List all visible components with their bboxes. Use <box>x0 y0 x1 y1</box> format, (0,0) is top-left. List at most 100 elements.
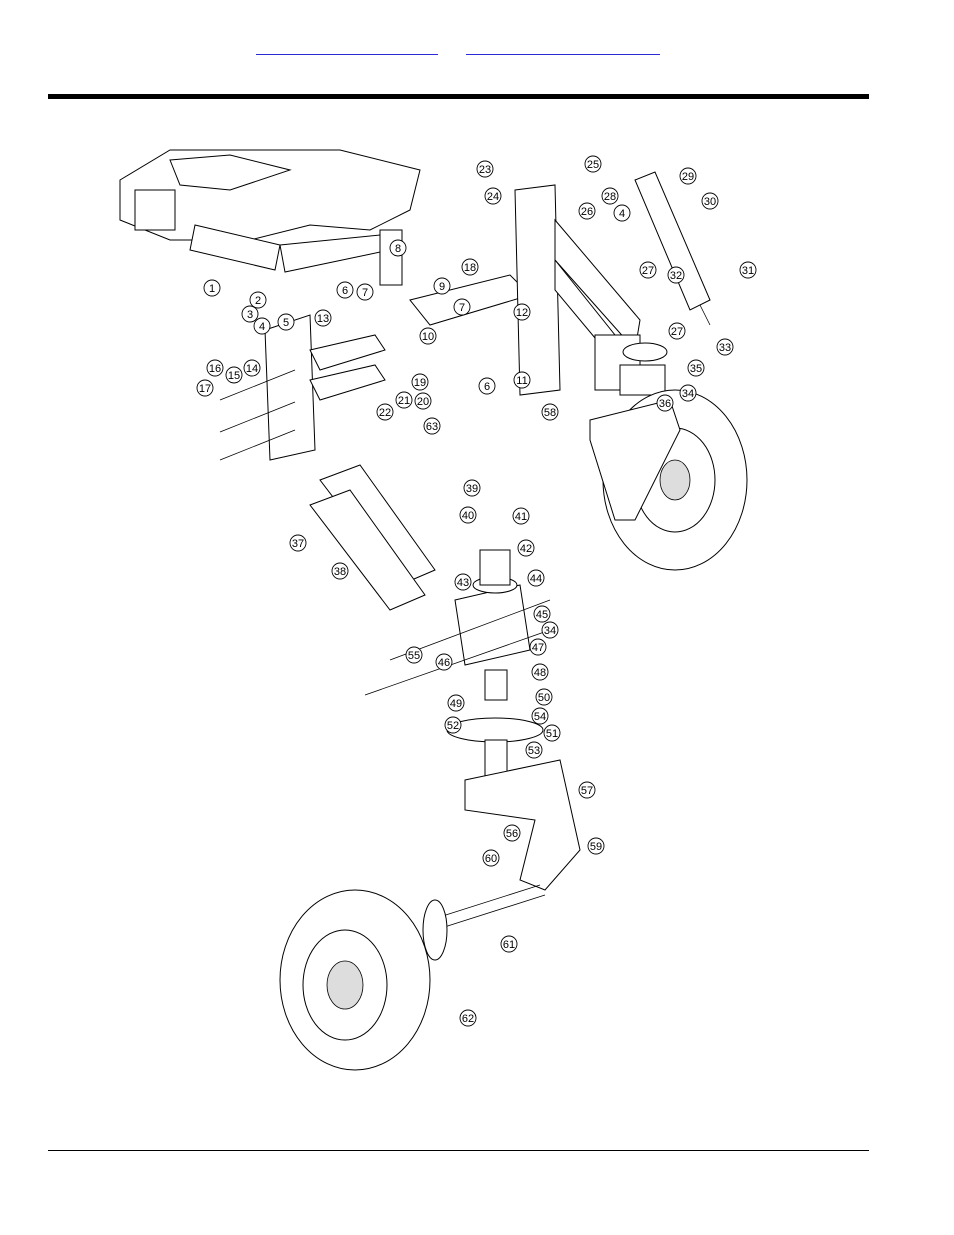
callout-28: 28 <box>602 188 618 204</box>
callout-60: 60 <box>483 850 499 866</box>
callout-42: 42 <box>518 540 534 556</box>
callout-number: 16 <box>209 363 221 375</box>
callout-56: 56 <box>504 825 520 841</box>
callout-number: 43 <box>457 577 469 589</box>
callout-number: 63 <box>426 421 438 433</box>
callout-18: 18 <box>462 259 478 275</box>
callout-number: 46 <box>438 657 450 669</box>
callout-number: 34 <box>682 388 694 400</box>
callout-number: 41 <box>515 511 527 523</box>
callout-number: 13 <box>317 313 329 325</box>
callout-44: 44 <box>528 570 544 586</box>
top-rule <box>48 94 869 99</box>
callout-number: 10 <box>422 331 434 343</box>
callout-number: 37 <box>292 538 304 550</box>
callout-48: 48 <box>532 664 548 680</box>
callout-12: 12 <box>514 304 530 320</box>
callout-number: 27 <box>642 265 654 277</box>
callout-47: 47 <box>530 639 546 655</box>
callout-3: 3 <box>242 306 258 322</box>
callout-41: 41 <box>513 508 529 524</box>
callout-number: 53 <box>528 745 540 757</box>
callout-number: 32 <box>670 270 682 282</box>
callout-number: 40 <box>462 510 474 522</box>
callout-number: 38 <box>334 566 346 578</box>
callout-61: 61 <box>501 936 517 952</box>
right-wheel-assembly <box>590 390 747 570</box>
callout-35: 35 <box>688 360 704 376</box>
bottom-rule <box>48 1150 869 1151</box>
callout-number: 26 <box>581 206 593 218</box>
callout-2: 2 <box>250 292 266 308</box>
callout-40: 40 <box>460 507 476 523</box>
callout-63: 63 <box>424 418 440 434</box>
callout-22: 22 <box>377 404 393 420</box>
callout-6: 6 <box>337 282 353 298</box>
callout-number: 21 <box>398 395 410 407</box>
callout-34: 34 <box>680 385 696 401</box>
callout-number: 23 <box>479 164 491 176</box>
callout-number: 47 <box>532 642 544 654</box>
callout-number: 31 <box>742 265 754 277</box>
callout-7: 7 <box>454 299 470 315</box>
callout-number: 7 <box>362 287 368 299</box>
callout-21: 21 <box>396 392 412 408</box>
callout-number: 52 <box>447 720 459 732</box>
callout-number: 27 <box>671 326 683 338</box>
callout-number: 59 <box>590 841 602 853</box>
callout-number: 35 <box>690 363 702 375</box>
callout-number: 45 <box>536 609 548 621</box>
callout-23: 23 <box>477 161 493 177</box>
callout-32: 32 <box>668 267 684 283</box>
callout-number: 55 <box>408 650 420 662</box>
callout-number: 22 <box>379 407 391 419</box>
callout-59: 59 <box>588 838 604 854</box>
callout-number: 56 <box>506 828 518 840</box>
callout-number: 36 <box>659 398 671 410</box>
lower-wheel <box>280 890 430 1070</box>
callout-number: 2 <box>255 295 261 307</box>
lower-linkage <box>310 465 435 610</box>
callout-number: 12 <box>516 307 528 319</box>
callout-46: 46 <box>436 654 452 670</box>
cross-tube <box>410 275 530 325</box>
callout-number: 6 <box>342 285 348 297</box>
callout-number: 3 <box>247 309 253 321</box>
callout-1: 1 <box>204 280 220 296</box>
callout-number: 42 <box>520 543 532 555</box>
callout-number: 39 <box>466 483 478 495</box>
callout-9: 9 <box>434 278 450 294</box>
callout-number: 58 <box>544 407 556 419</box>
callout-number: 34 <box>544 625 556 637</box>
header-link-right[interactable] <box>466 40 660 55</box>
callout-16: 16 <box>207 360 223 376</box>
callout-52: 52 <box>445 717 461 733</box>
callout-29: 29 <box>680 168 696 184</box>
left-linkage-tubes <box>310 335 385 400</box>
callout-49: 49 <box>448 695 464 711</box>
callout-number: 14 <box>246 363 258 375</box>
callout-number: 1 <box>209 283 215 295</box>
callout-39: 39 <box>464 480 480 496</box>
callout-number: 60 <box>485 853 497 865</box>
callout-13: 13 <box>315 310 331 326</box>
callout-7: 7 <box>357 284 373 300</box>
callout-number: 33 <box>719 342 731 354</box>
callout-5: 5 <box>278 314 294 330</box>
callout-24: 24 <box>485 188 501 204</box>
header-link-left[interactable] <box>256 40 438 55</box>
callout-25: 25 <box>585 156 601 172</box>
callout-number: 15 <box>228 370 240 382</box>
callout-number: 20 <box>417 396 429 408</box>
callout-number: 18 <box>464 262 476 274</box>
main-frame <box>120 150 420 285</box>
callout-17: 17 <box>197 380 213 396</box>
callout-number: 54 <box>534 711 546 723</box>
callout-number: 30 <box>704 196 716 208</box>
callout-number: 4 <box>259 321 265 333</box>
callout-number: 50 <box>538 692 550 704</box>
callout-27: 27 <box>669 323 685 339</box>
hydraulic-cylinder <box>635 172 710 325</box>
callout-43: 43 <box>455 574 471 590</box>
callout-number: 24 <box>487 191 499 203</box>
